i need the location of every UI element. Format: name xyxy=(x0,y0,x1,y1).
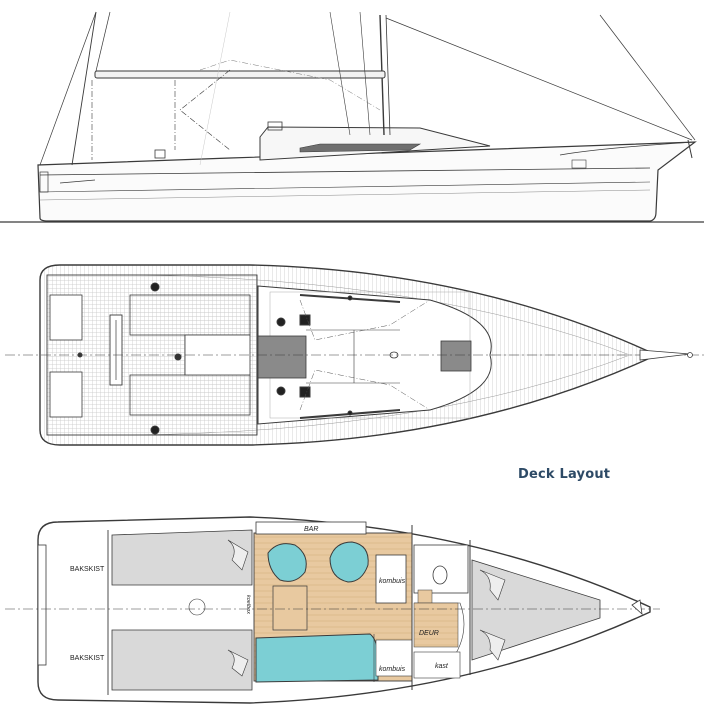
forward-hatch xyxy=(440,340,472,372)
companionway-hatch xyxy=(257,335,307,379)
jib xyxy=(599,14,696,141)
label-kombuis-top: kombuis xyxy=(379,578,406,585)
forward-cabin xyxy=(471,559,601,661)
aft-cabin-port xyxy=(111,529,253,586)
label-bakskist-bottom: BAKSKIST xyxy=(70,655,105,662)
saloon-seat-left xyxy=(267,543,307,582)
saloon-settee xyxy=(255,633,379,683)
forestay xyxy=(385,17,693,141)
aft-cabin-starboard xyxy=(111,629,253,691)
label-kombuis-bottom: kombuis xyxy=(379,666,406,673)
cabin-window xyxy=(299,143,422,153)
saloon-seat-right xyxy=(329,541,369,583)
label-bakskist-top: BAKSKIST xyxy=(70,566,105,573)
boom xyxy=(94,70,386,79)
deck-plan-view xyxy=(5,264,704,446)
side-profile-view xyxy=(0,11,704,223)
hull-profile xyxy=(37,141,697,222)
deck-layout-title: Deck Layout xyxy=(518,467,611,482)
winch-starboard xyxy=(150,425,160,435)
label-koelbox: koelbox xyxy=(245,595,251,614)
mainsail-leech xyxy=(71,11,97,166)
label-kast: kast xyxy=(435,663,449,670)
saloon-table xyxy=(272,585,308,631)
interior-plan-view xyxy=(5,516,660,704)
bar-counter xyxy=(255,521,367,535)
door-swing xyxy=(414,602,465,656)
galley-top xyxy=(375,554,407,604)
label-deur: DEUR xyxy=(419,630,439,637)
label-bar: BAR xyxy=(304,526,318,533)
winch-port xyxy=(150,282,160,292)
